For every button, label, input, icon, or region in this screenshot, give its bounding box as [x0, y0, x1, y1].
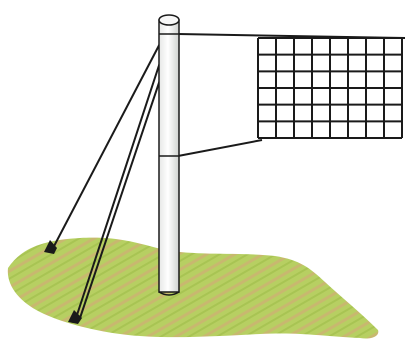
net-mesh: [257, 37, 403, 139]
pole: [158, 14, 180, 296]
grass-ground: [7, 237, 379, 339]
guy-wire-1: [51, 31, 167, 251]
guy-wire-2: [75, 37, 169, 319]
ground-stake-2: [68, 310, 82, 324]
ground-stake-1: [44, 240, 57, 254]
guy-wire-3: [79, 43, 173, 319]
net-bottom-rope: [177, 139, 263, 157]
